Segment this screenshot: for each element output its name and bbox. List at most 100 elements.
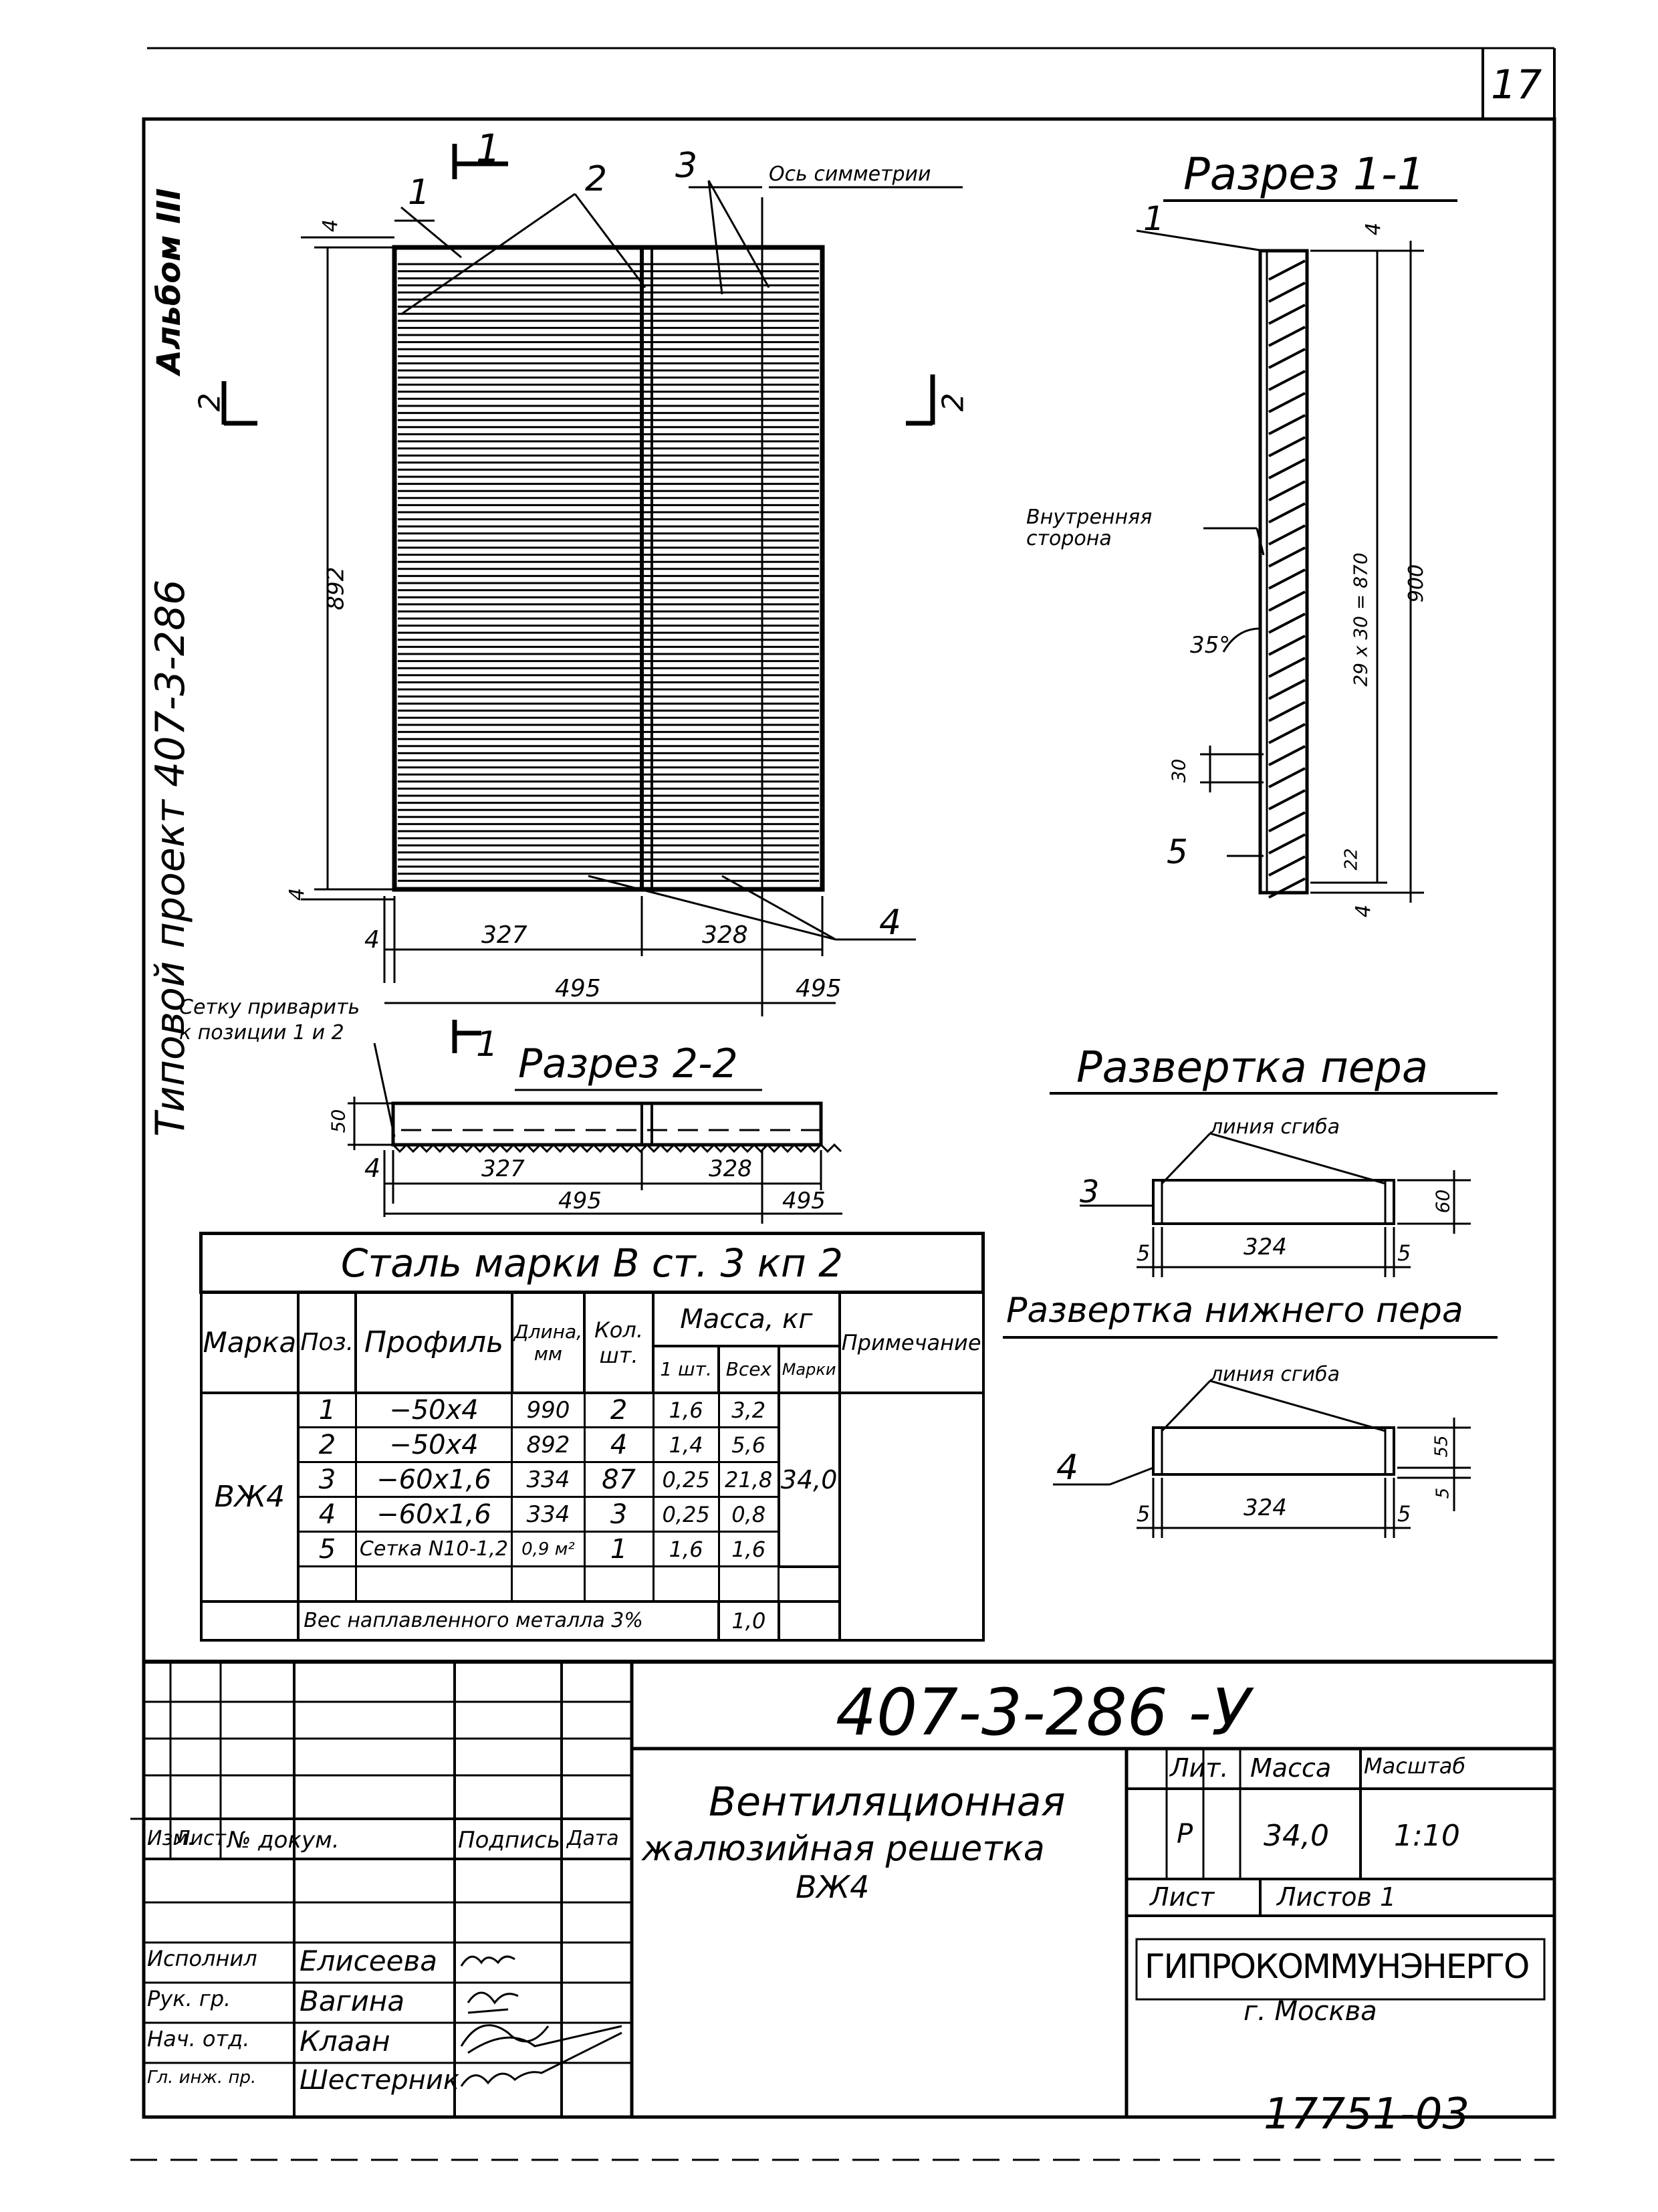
- section-blade: [1268, 370, 1306, 391]
- mass-value: 34,0: [1264, 1819, 1329, 1853]
- blade-dim-324: 324: [1244, 1234, 1287, 1260]
- section-blade: [1268, 568, 1306, 590]
- section-blade: [1268, 745, 1306, 766]
- pos-1-label: 1: [408, 173, 431, 213]
- table-row: 3 −60x1,6 334 87 0,25 21,8: [201, 1461, 983, 1498]
- s22-dim-4: 4: [364, 1153, 381, 1183]
- mark-value: ВЖ4: [199, 1391, 300, 1603]
- cell-length: 990: [511, 1392, 586, 1428]
- section-blade: [1268, 877, 1306, 899]
- cell-profile: −50x4: [354, 1426, 513, 1463]
- sheet-label: Лист: [1150, 1882, 1215, 1912]
- role-3: Гл. инж. пр.: [147, 2068, 257, 2088]
- section-blade: [1268, 789, 1306, 810]
- org-name: ГИПРОКОММУНЭНЕРГО: [1145, 1947, 1530, 1986]
- cell-pos: 2: [297, 1426, 357, 1463]
- section-blade: [1268, 590, 1306, 612]
- cell-mass-one: 0,25: [652, 1461, 720, 1498]
- section-blade: [1268, 524, 1306, 546]
- name-0: Елисеева: [300, 1945, 437, 1977]
- cell-length: 334: [511, 1496, 586, 1533]
- section-blade: [1268, 723, 1306, 744]
- scale-label: Масштаб: [1364, 1753, 1466, 1779]
- scale-value: 1:10: [1394, 1819, 1460, 1853]
- cell-qty: 2: [583, 1392, 655, 1428]
- s22-dim-495-right: 495: [782, 1188, 826, 1214]
- dim-495-left: 495: [555, 975, 601, 1002]
- th-profile: Профиль: [354, 1291, 513, 1394]
- section-blade: [1268, 767, 1306, 788]
- table-row: 5 Сетка N10-1,2 0,9 м² 1 1,6 1,6: [201, 1531, 983, 1567]
- cell-qty: 3: [583, 1496, 655, 1533]
- cell-length: 0,9 м²: [511, 1531, 586, 1567]
- th-note: Примечание: [838, 1291, 985, 1394]
- table-row: 2 −50x4 892 4 1,4 5,6: [201, 1426, 983, 1463]
- lower-blade-pos-4: 4: [1056, 1448, 1079, 1488]
- s11-pos-5: 5: [1167, 833, 1188, 871]
- section-blade: [1268, 613, 1306, 634]
- mass-label: Масса: [1250, 1753, 1332, 1783]
- tb-h-change: Изм.: [147, 1827, 195, 1850]
- lower-blade-bend-label: линия сгиба: [1210, 1363, 1340, 1386]
- title-line3: ВЖ4: [796, 1869, 870, 1905]
- section-blade: [1268, 282, 1306, 303]
- tb-h-doc: № докум.: [227, 1827, 340, 1854]
- section-blade: [1268, 326, 1306, 347]
- cell-length: 892: [511, 1426, 586, 1463]
- blade-dim-5-left: 5: [1137, 1240, 1151, 1266]
- section-blade: [1268, 392, 1306, 413]
- inner-side-note: Внутренняя сторона: [1026, 507, 1152, 550]
- pos-3-label: 3: [675, 146, 698, 186]
- cell-pos: 4: [297, 1496, 357, 1533]
- table-row-empty: [201, 1565, 983, 1602]
- th-pos: Поз.: [297, 1291, 358, 1394]
- dim-495-right: 495: [796, 975, 842, 1002]
- cell-profile: −50x4: [354, 1392, 513, 1428]
- tb-h-sheet: Лист: [175, 1827, 227, 1850]
- section-blade: [1268, 657, 1306, 678]
- section-1-1-title: Разрез 1-1: [1183, 148, 1425, 200]
- spec-table-title: Сталь марки В ст. 3 кп 2: [199, 1232, 985, 1294]
- th-mass-mark: Марки: [777, 1344, 841, 1394]
- th-qty: Кол. шт.: [583, 1291, 655, 1394]
- cell-mass-all: 3,2: [717, 1392, 780, 1428]
- lower-blade-dim-5-left: 5: [1137, 1501, 1151, 1527]
- cell-mass-one: 1,6: [652, 1392, 720, 1428]
- section-blade: [1268, 811, 1306, 833]
- blade-unfold-title: Развертка пера: [1076, 1043, 1429, 1093]
- role-0: Исполнил: [147, 1946, 257, 1971]
- axis-of-symmetry-label: Ось симметрии: [769, 162, 931, 186]
- th-mass-one: 1 шт.: [652, 1344, 721, 1394]
- louver-outline: [392, 245, 825, 892]
- lower-blade-dim-324: 324: [1244, 1495, 1287, 1521]
- louver-slats: [398, 263, 819, 882]
- inner-side-line2: сторона: [1026, 527, 1112, 550]
- cell-pos: 3: [297, 1461, 357, 1498]
- cell-mass-all: 0,8: [717, 1496, 780, 1533]
- inner-side-line1: Внутренняя: [1026, 506, 1153, 529]
- cell-profile: −60x1,6: [354, 1496, 513, 1533]
- org-city: г. Москва: [1244, 1996, 1377, 2027]
- blade-bend-label: линия сгиба: [1210, 1115, 1340, 1139]
- s22-dim-495-left: 495: [558, 1188, 602, 1214]
- sheets-label: Листов 1: [1277, 1882, 1397, 1912]
- pos-2-label: 2: [585, 159, 608, 199]
- section-marker-top: 1: [476, 126, 501, 171]
- weld-metal-label: Вес наплавленного металла 3%: [297, 1599, 721, 1642]
- blade-dim-5-right: 5: [1397, 1240, 1411, 1266]
- s11-pos-1: 1: [1143, 199, 1165, 238]
- section-blade: [1268, 304, 1306, 325]
- mark-mass: 34,0: [777, 1391, 841, 1568]
- th-mass-all: Всех: [717, 1344, 780, 1394]
- lower-blade-unfold-title: Развертка нижнего пера: [1006, 1291, 1463, 1331]
- name-1: Вагина: [300, 1985, 405, 2017]
- table-row: 4 −60x1,6 334 3 0,25 0,8: [201, 1496, 983, 1533]
- cell-mass-all: 5,6: [717, 1426, 780, 1463]
- section-blade: [1268, 480, 1306, 502]
- blade-pos-3: 3: [1080, 1174, 1100, 1210]
- section-blade: [1268, 259, 1306, 281]
